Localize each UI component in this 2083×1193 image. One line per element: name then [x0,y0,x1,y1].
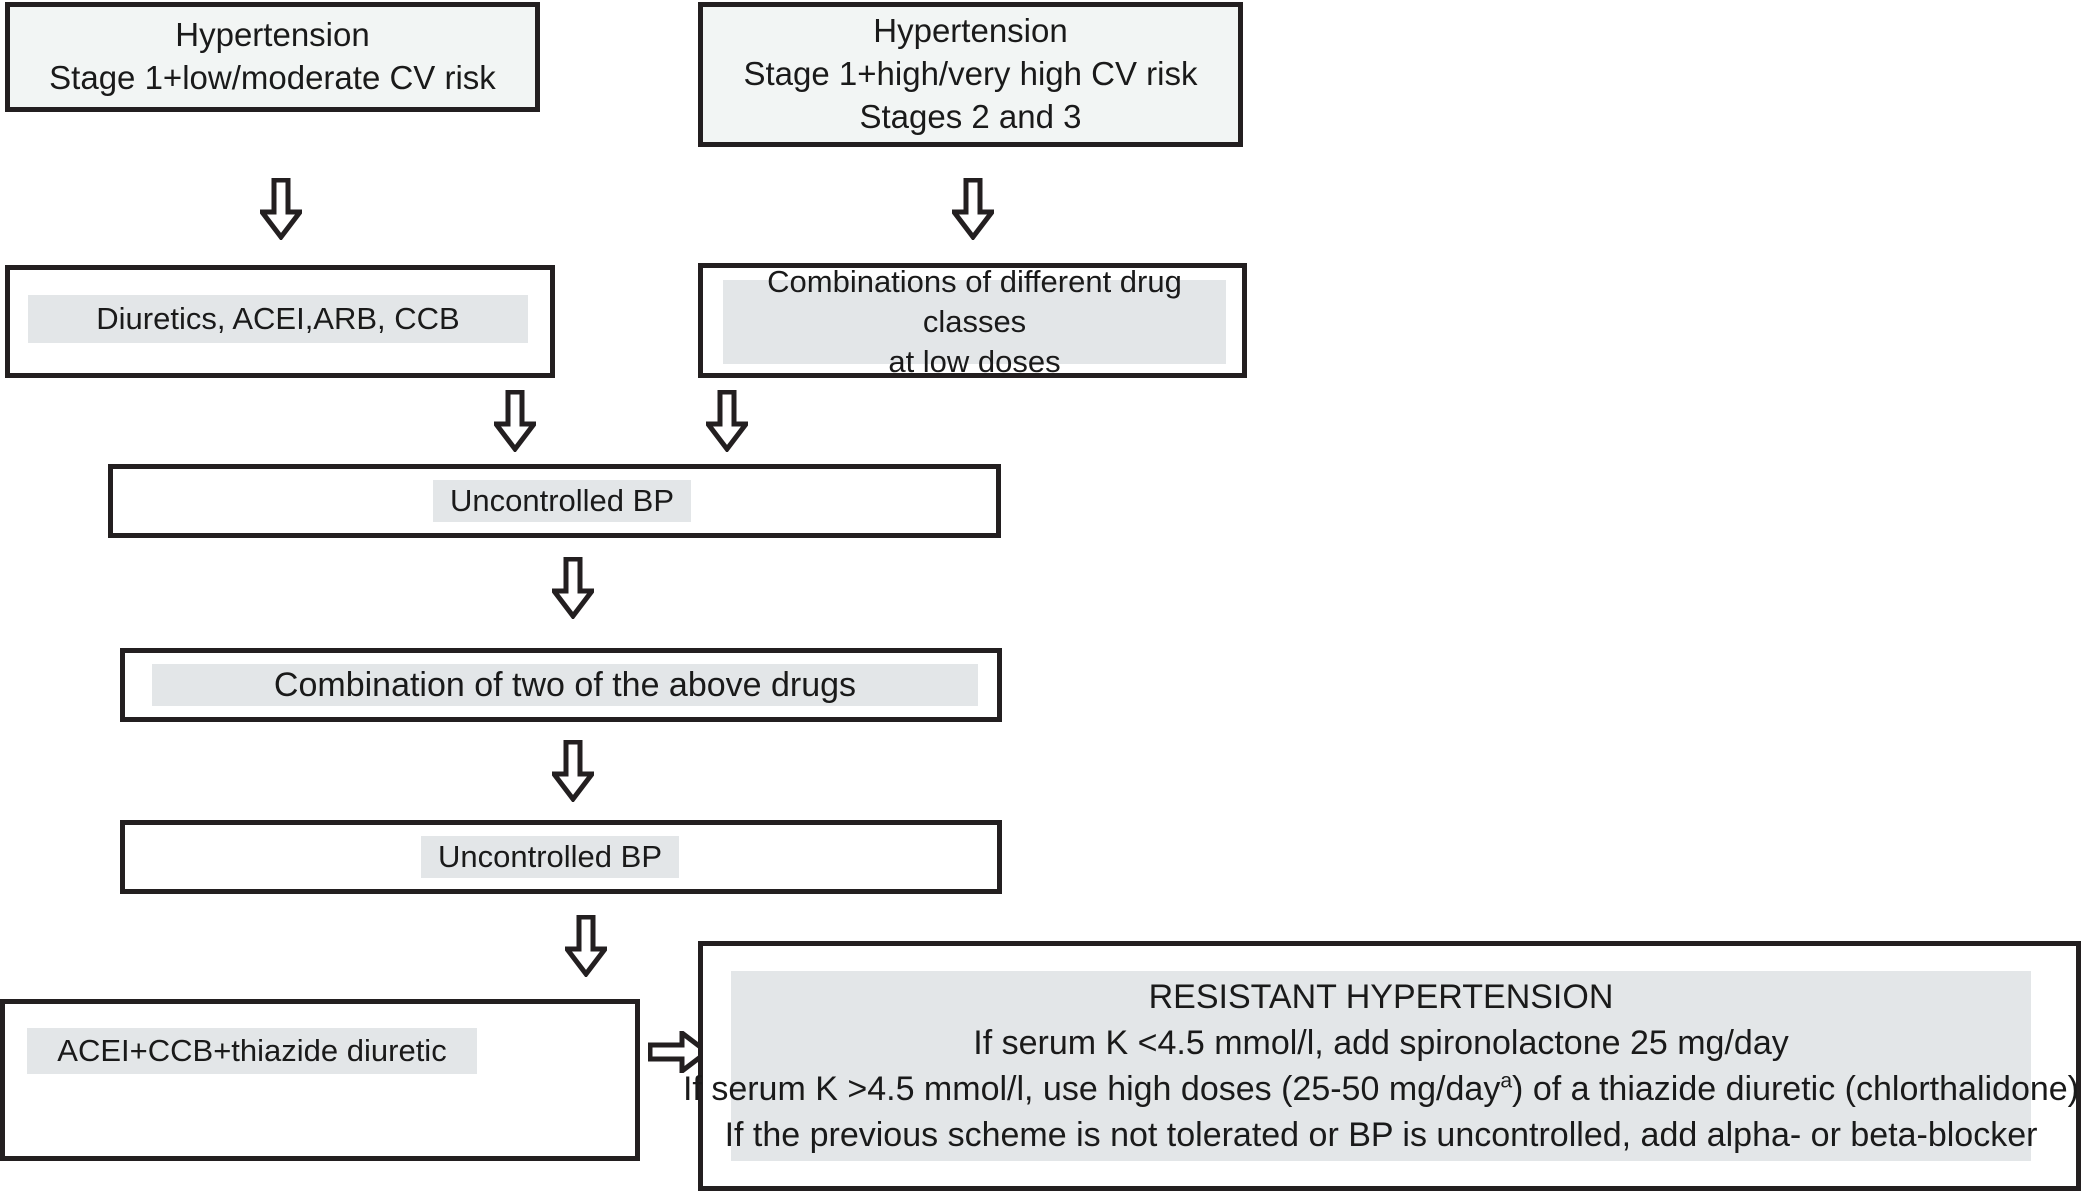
down-arrow-icon [552,740,594,802]
node-combinations-highlight: Combinations of different drug classes a… [723,264,1226,379]
resistant-hypertension-footnote-marker: a [1500,1069,1513,1093]
node-uncontrolled-bp-1: Uncontrolled BP [108,464,1001,538]
node-uncontrolled-bp-2-label: Uncontrolled BP [437,838,662,874]
node-resistant-hypertension-highlight: RESISTANT HYPERTENSION If serum K <4.5 m… [683,971,2079,1161]
down-arrow-icon [565,915,607,977]
node-stage1-high-risk: Hypertension Stage 1+high/very high CV r… [698,2,1243,147]
node-triple-therapy-highlight: ACEI+CCB+thiazide diuretic [27,1028,477,1074]
resistant-hypertension-line-2: If serum K >4.5 mmol/l, use high doses (… [683,1066,2079,1112]
resistant-hypertension-line-2-pre: If serum K >4.5 mmol/l, use high doses (… [682,1070,1501,1108]
node-combination-two-drugs-label: Combination of two of the above drugs [273,665,857,704]
node-stage1-low-risk: Hypertension Stage 1+low/moderate CV ris… [5,2,540,112]
node-resistant-hypertension: RESISTANT HYPERTENSION If serum K <4.5 m… [683,941,2081,1191]
down-arrow-icon [552,557,594,619]
down-arrow-icon [260,178,302,240]
resistant-hypertension-line-1: If serum K <4.5 mmol/l, add spironolacto… [973,1023,1789,1062]
node-uncontrolled-bp-2: Uncontrolled BP [120,820,1002,894]
node-combination-two-drugs-highlight: Combination of two of the above drugs [152,664,978,706]
node-combination-two-drugs: Combination of two of the above drugs [120,648,1002,722]
down-arrow-icon [494,390,536,452]
node-monotherapy: Diuretics, ACEI,ARB, CCB [5,265,555,378]
node-uncontrolled-bp-1-highlight: Uncontrolled BP [433,480,691,522]
node-stage1-high-risk-label: Hypertension Stage 1+high/very high CV r… [743,12,1198,135]
node-monotherapy-label: Diuretics, ACEI,ARB, CCB [96,300,460,336]
node-uncontrolled-bp-1-label: Uncontrolled BP [449,482,674,518]
node-stage1-low-risk-label: Hypertension Stage 1+low/moderate CV ris… [49,16,496,96]
node-uncontrolled-bp-2-highlight: Uncontrolled BP [421,836,679,878]
resistant-hypertension-heading: RESISTANT HYPERTENSION [1148,977,1614,1016]
down-arrow-icon [952,178,994,240]
node-combinations: Combinations of different drug classes a… [698,263,1247,379]
node-triple-therapy: ACEI+CCB+thiazide diuretic [0,999,640,1161]
right-arrow-icon [648,1031,710,1073]
node-monotherapy-highlight: Diuretics, ACEI,ARB, CCB [28,295,528,343]
down-arrow-icon [706,390,748,452]
node-combinations-label: Combinations of different drug classes a… [767,263,1182,380]
node-triple-therapy-label: ACEI+CCB+thiazide diuretic [57,1032,447,1068]
resistant-hypertension-line-2-post: ) of a thiazide diuretic (chlorthalidone… [1512,1070,2080,1108]
resistant-hypertension-line-3: If the previous scheme is not tolerated … [724,1116,2038,1155]
